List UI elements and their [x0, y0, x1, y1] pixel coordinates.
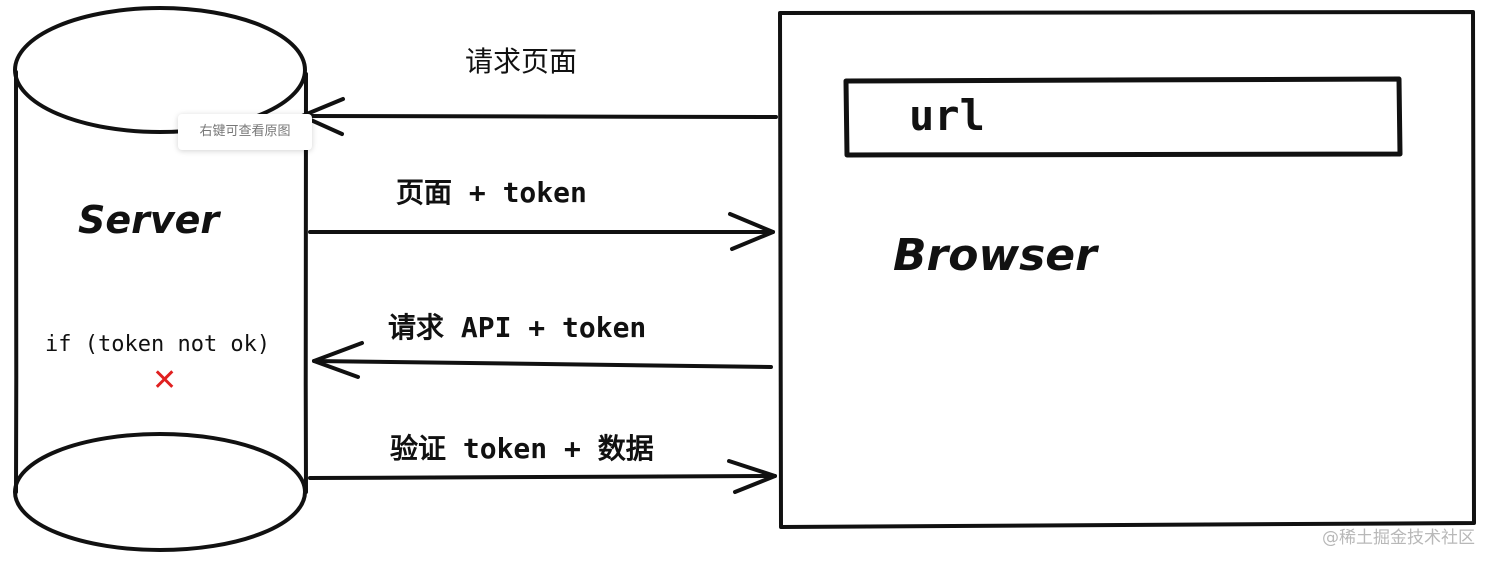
arrow-page-token	[308, 212, 775, 251]
browser-window	[778, 10, 1476, 529]
server-cylinder-left-wall	[13, 70, 19, 494]
watermark: @稀土掘金技术社区	[1322, 528, 1475, 548]
server-cylinder	[13, 6, 309, 552]
arrow-label-request-api: 请求 API + token	[388, 311, 646, 344]
url-text: url	[909, 91, 985, 140]
arrow-label-request-page: 请求页面	[465, 45, 577, 78]
view-original-tooltip[interactable]: 右键可查看原图	[178, 114, 312, 150]
arrow-label-page-token: 页面 + token	[396, 176, 587, 209]
arrow-request-api	[312, 341, 773, 379]
arrow-request-page	[300, 97, 778, 136]
server-label: Server	[78, 198, 221, 242]
url-bar	[843, 76, 1403, 158]
server-cylinder-top	[13, 6, 307, 134]
fail-x-icon: ✕	[152, 363, 177, 398]
arrow-verify-data	[308, 459, 777, 494]
server-condition: if (token not ok)	[45, 332, 270, 357]
browser-label: Browser	[893, 230, 1099, 281]
server-cylinder-bottom	[13, 432, 307, 552]
arrow-label-verify-data: 验证 token + 数据	[390, 432, 654, 465]
browser-frame	[778, 10, 1476, 529]
